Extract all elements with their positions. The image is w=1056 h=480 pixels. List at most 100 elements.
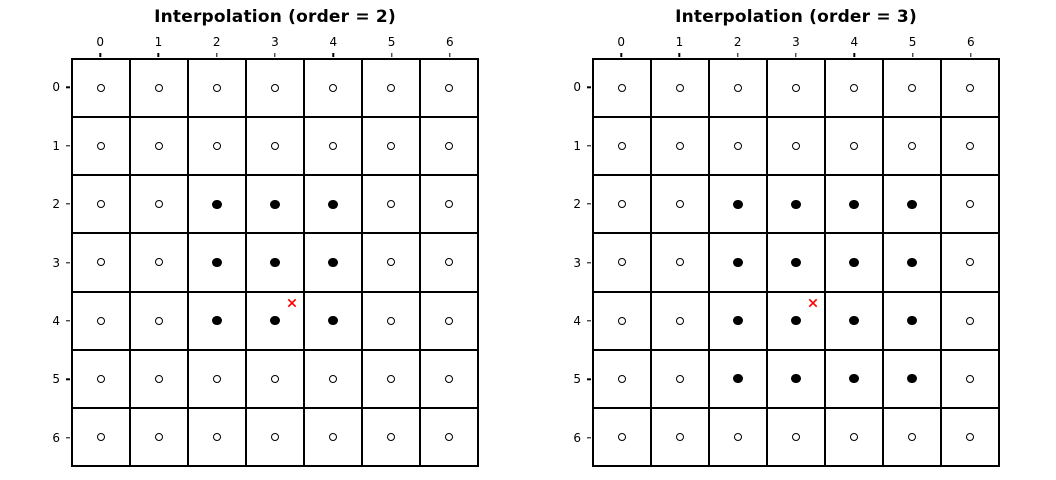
- x-tick-label: 2: [212, 35, 221, 49]
- used-pixel-marker: [270, 315, 280, 326]
- y-tick-label: 6: [573, 430, 581, 445]
- grid-cell: [304, 233, 362, 292]
- grid-cell: [767, 291, 825, 350]
- grid-cell: [246, 117, 304, 176]
- unused-pixel-marker: [734, 84, 742, 93]
- y-tick-label: 4: [52, 313, 60, 328]
- unused-pixel-marker: [445, 258, 453, 267]
- y-tick-mark: [66, 261, 70, 264]
- grid-cell: [941, 291, 999, 350]
- grid-cell: [420, 59, 478, 118]
- y-tick-label: 4: [573, 313, 581, 328]
- grid-cell: [593, 59, 651, 118]
- x-tick-mark: [970, 53, 972, 57]
- unused-pixel-marker: [97, 142, 105, 151]
- grid-cell: [362, 407, 420, 466]
- unused-pixel-marker: [445, 200, 453, 209]
- grid-cell: [188, 59, 246, 118]
- grid-cell: [767, 59, 825, 118]
- grid-cell: [593, 349, 651, 408]
- grid-cell: [651, 233, 709, 292]
- grid-cell: [709, 407, 767, 466]
- used-pixel-marker: [907, 315, 917, 326]
- unused-pixel-marker: [387, 374, 395, 383]
- grid-cell: [362, 349, 420, 408]
- grid-cell: [304, 349, 362, 408]
- unused-pixel-marker: [271, 142, 279, 151]
- unused-pixel-marker: [966, 316, 974, 325]
- unused-pixel-marker: [213, 374, 221, 383]
- plot-title: Interpolation (order = 2): [154, 7, 396, 27]
- grid-cell: [420, 407, 478, 466]
- x-tick-label: 4: [850, 35, 859, 49]
- x-tick-label: 1: [154, 35, 163, 49]
- used-pixel-marker: [907, 199, 917, 210]
- unused-pixel-marker: [155, 142, 163, 151]
- unused-pixel-marker: [329, 142, 337, 151]
- y-tick-mark: [587, 144, 591, 147]
- y-tick-label: 2: [573, 197, 581, 212]
- unused-pixel-marker: [618, 84, 626, 93]
- y-tick-mark: [66, 378, 70, 381]
- x-tick-label: 6: [446, 35, 454, 49]
- unused-pixel-marker: [676, 432, 684, 441]
- unused-pixel-marker: [908, 84, 916, 93]
- unused-pixel-marker: [676, 258, 684, 267]
- x-tick-mark: [911, 53, 914, 57]
- unused-pixel-marker: [271, 374, 279, 383]
- unused-pixel-marker: [271, 84, 279, 93]
- unused-pixel-marker: [618, 200, 626, 209]
- unused-pixel-marker: [155, 374, 163, 383]
- grid-cell: [825, 233, 883, 292]
- y-tick-label: 0: [52, 80, 60, 95]
- grid-cell: [593, 117, 651, 176]
- grid-cell: [420, 291, 478, 350]
- used-pixel-marker: [328, 315, 338, 326]
- unused-pixel-marker: [445, 374, 453, 383]
- unused-pixel-marker: [97, 200, 105, 209]
- grid-cell: [362, 59, 420, 118]
- y-tick-mark: [587, 203, 591, 205]
- grid-cell: [709, 175, 767, 234]
- grid-cell: [188, 407, 246, 466]
- grid-cell: [188, 349, 246, 408]
- grid-cell: [767, 407, 825, 466]
- grid-cell: [188, 117, 246, 176]
- grid-cell: [246, 175, 304, 234]
- unused-pixel-marker: [445, 316, 453, 325]
- x-tick-label: 4: [329, 35, 338, 49]
- unused-pixel-marker: [850, 142, 858, 151]
- unused-pixel-marker: [966, 142, 974, 151]
- grid-cell: [72, 349, 130, 408]
- unused-pixel-marker: [850, 84, 858, 93]
- unused-pixel-marker: [676, 84, 684, 93]
- y-tick-label: 3: [573, 255, 581, 270]
- unused-pixel-marker: [155, 316, 163, 325]
- grid-cell: [188, 291, 246, 350]
- grid-cell: [767, 233, 825, 292]
- unused-pixel-marker: [155, 200, 163, 209]
- grid-cell: [304, 407, 362, 466]
- unused-pixel-marker: [213, 142, 221, 151]
- grid-cell: [72, 59, 130, 118]
- grid-cell: [304, 59, 362, 118]
- used-pixel-marker: [270, 199, 280, 210]
- unused-pixel-marker: [271, 432, 279, 441]
- unused-pixel-marker: [618, 374, 626, 383]
- x-tick-mark: [274, 53, 276, 57]
- unused-pixel-marker: [387, 258, 395, 267]
- unused-pixel-marker: [618, 142, 626, 151]
- grid-cell: [130, 175, 188, 234]
- grid-cell: [651, 117, 709, 176]
- unused-pixel-marker: [329, 374, 337, 383]
- unused-pixel-marker: [97, 374, 105, 383]
- unused-pixel-marker: [966, 200, 974, 209]
- used-pixel-marker: [733, 257, 743, 268]
- unused-pixel-marker: [676, 374, 684, 383]
- y-tick-label: 0: [573, 80, 581, 95]
- unused-pixel-marker: [676, 316, 684, 325]
- grid-cell: [825, 117, 883, 176]
- grid-cell: [130, 407, 188, 466]
- grid-cell: [130, 349, 188, 408]
